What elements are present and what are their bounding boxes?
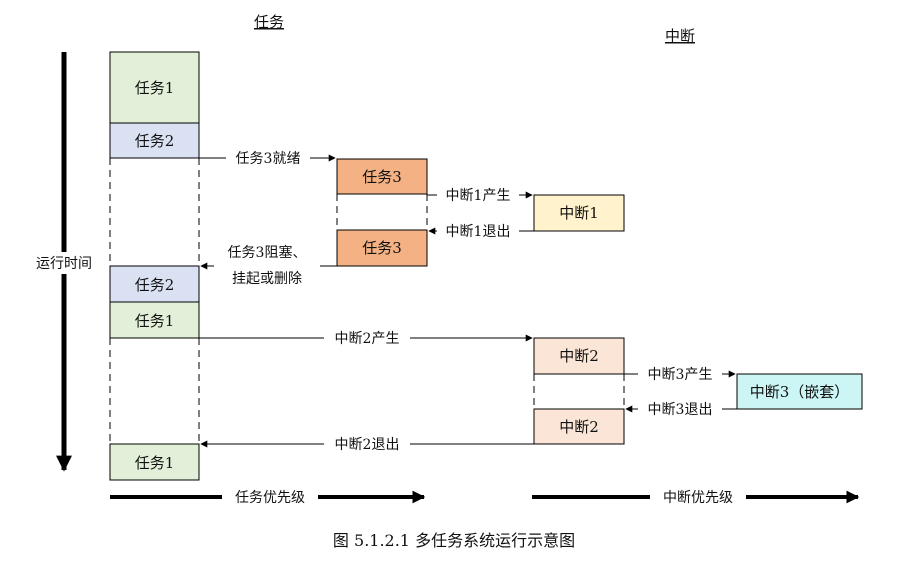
box-task2-b-label: 任务2 <box>135 276 175 294</box>
box-task2-b: 任务2 <box>109 265 200 303</box>
box-task3-a-label: 任务3 <box>362 168 402 186</box>
arrow-task3-block-label-line2: 挂起或删除 <box>232 271 302 287</box>
arrow-int1-occur-label: 中断1产生 <box>446 188 511 204</box>
box-int2-b-label: 中断2 <box>559 418 599 436</box>
arrow-task3-block-label-line1: 任务3阻塞、 <box>228 244 307 261</box>
arrow-int1-exit-label: 中断1退出 <box>446 224 511 240</box>
box-int3-label: 中断3（嵌套） <box>750 383 850 401</box>
box-int1: 中断1 <box>533 194 625 232</box>
arrow-int3-exit-label: 中断3退出 <box>648 402 713 418</box>
box-task1-b: 任务1 <box>109 301 200 339</box>
figure-caption: 图 5.1.2.1 多任务系统运行示意图 <box>333 531 575 550</box>
arrow-int2-occur-label: 中断2产生 <box>335 331 400 347</box>
box-task1-a: 任务1 <box>109 51 200 124</box>
box-int2-a-label: 中断2 <box>559 347 599 365</box>
box-task2-a-label: 任务2 <box>135 132 175 150</box>
box-task2-a: 任务2 <box>109 122 200 159</box>
time-axis-label: 运行时间 <box>36 256 92 272</box>
box-task3-b: 任务3 <box>336 229 428 267</box>
box-int1-label: 中断1 <box>559 204 599 222</box>
box-task3-b-label: 任务3 <box>362 239 402 257</box>
time-axis-label-bg <box>26 252 104 274</box>
interrupt-column-header: 中断 <box>665 27 695 45</box>
box-int3: 中断3（嵌套） <box>736 373 863 410</box>
box-task1-a-label: 任务1 <box>135 79 175 97</box>
interrupt-priority-label: 中断优先级 <box>663 490 733 506</box>
arrow-int2-exit-label: 中断2退出 <box>335 437 400 453</box>
arrow-int3-occur-label: 中断3产生 <box>648 367 713 383</box>
dashed-guides <box>109 158 625 444</box>
task-priority-label: 任务优先级 <box>235 490 305 506</box>
task-column-header: 任务 <box>254 13 284 31</box>
arrow-task3-ready-label: 任务3就绪 <box>236 151 301 167</box>
box-task1-b-label: 任务1 <box>135 312 175 330</box>
box-task1-c-label: 任务1 <box>135 454 175 472</box>
box-task1-c: 任务1 <box>109 443 200 481</box>
box-task3-a: 任务3 <box>336 158 428 195</box>
box-int2-a: 中断2 <box>533 337 625 375</box>
box-int2-b: 中断2 <box>533 408 625 445</box>
